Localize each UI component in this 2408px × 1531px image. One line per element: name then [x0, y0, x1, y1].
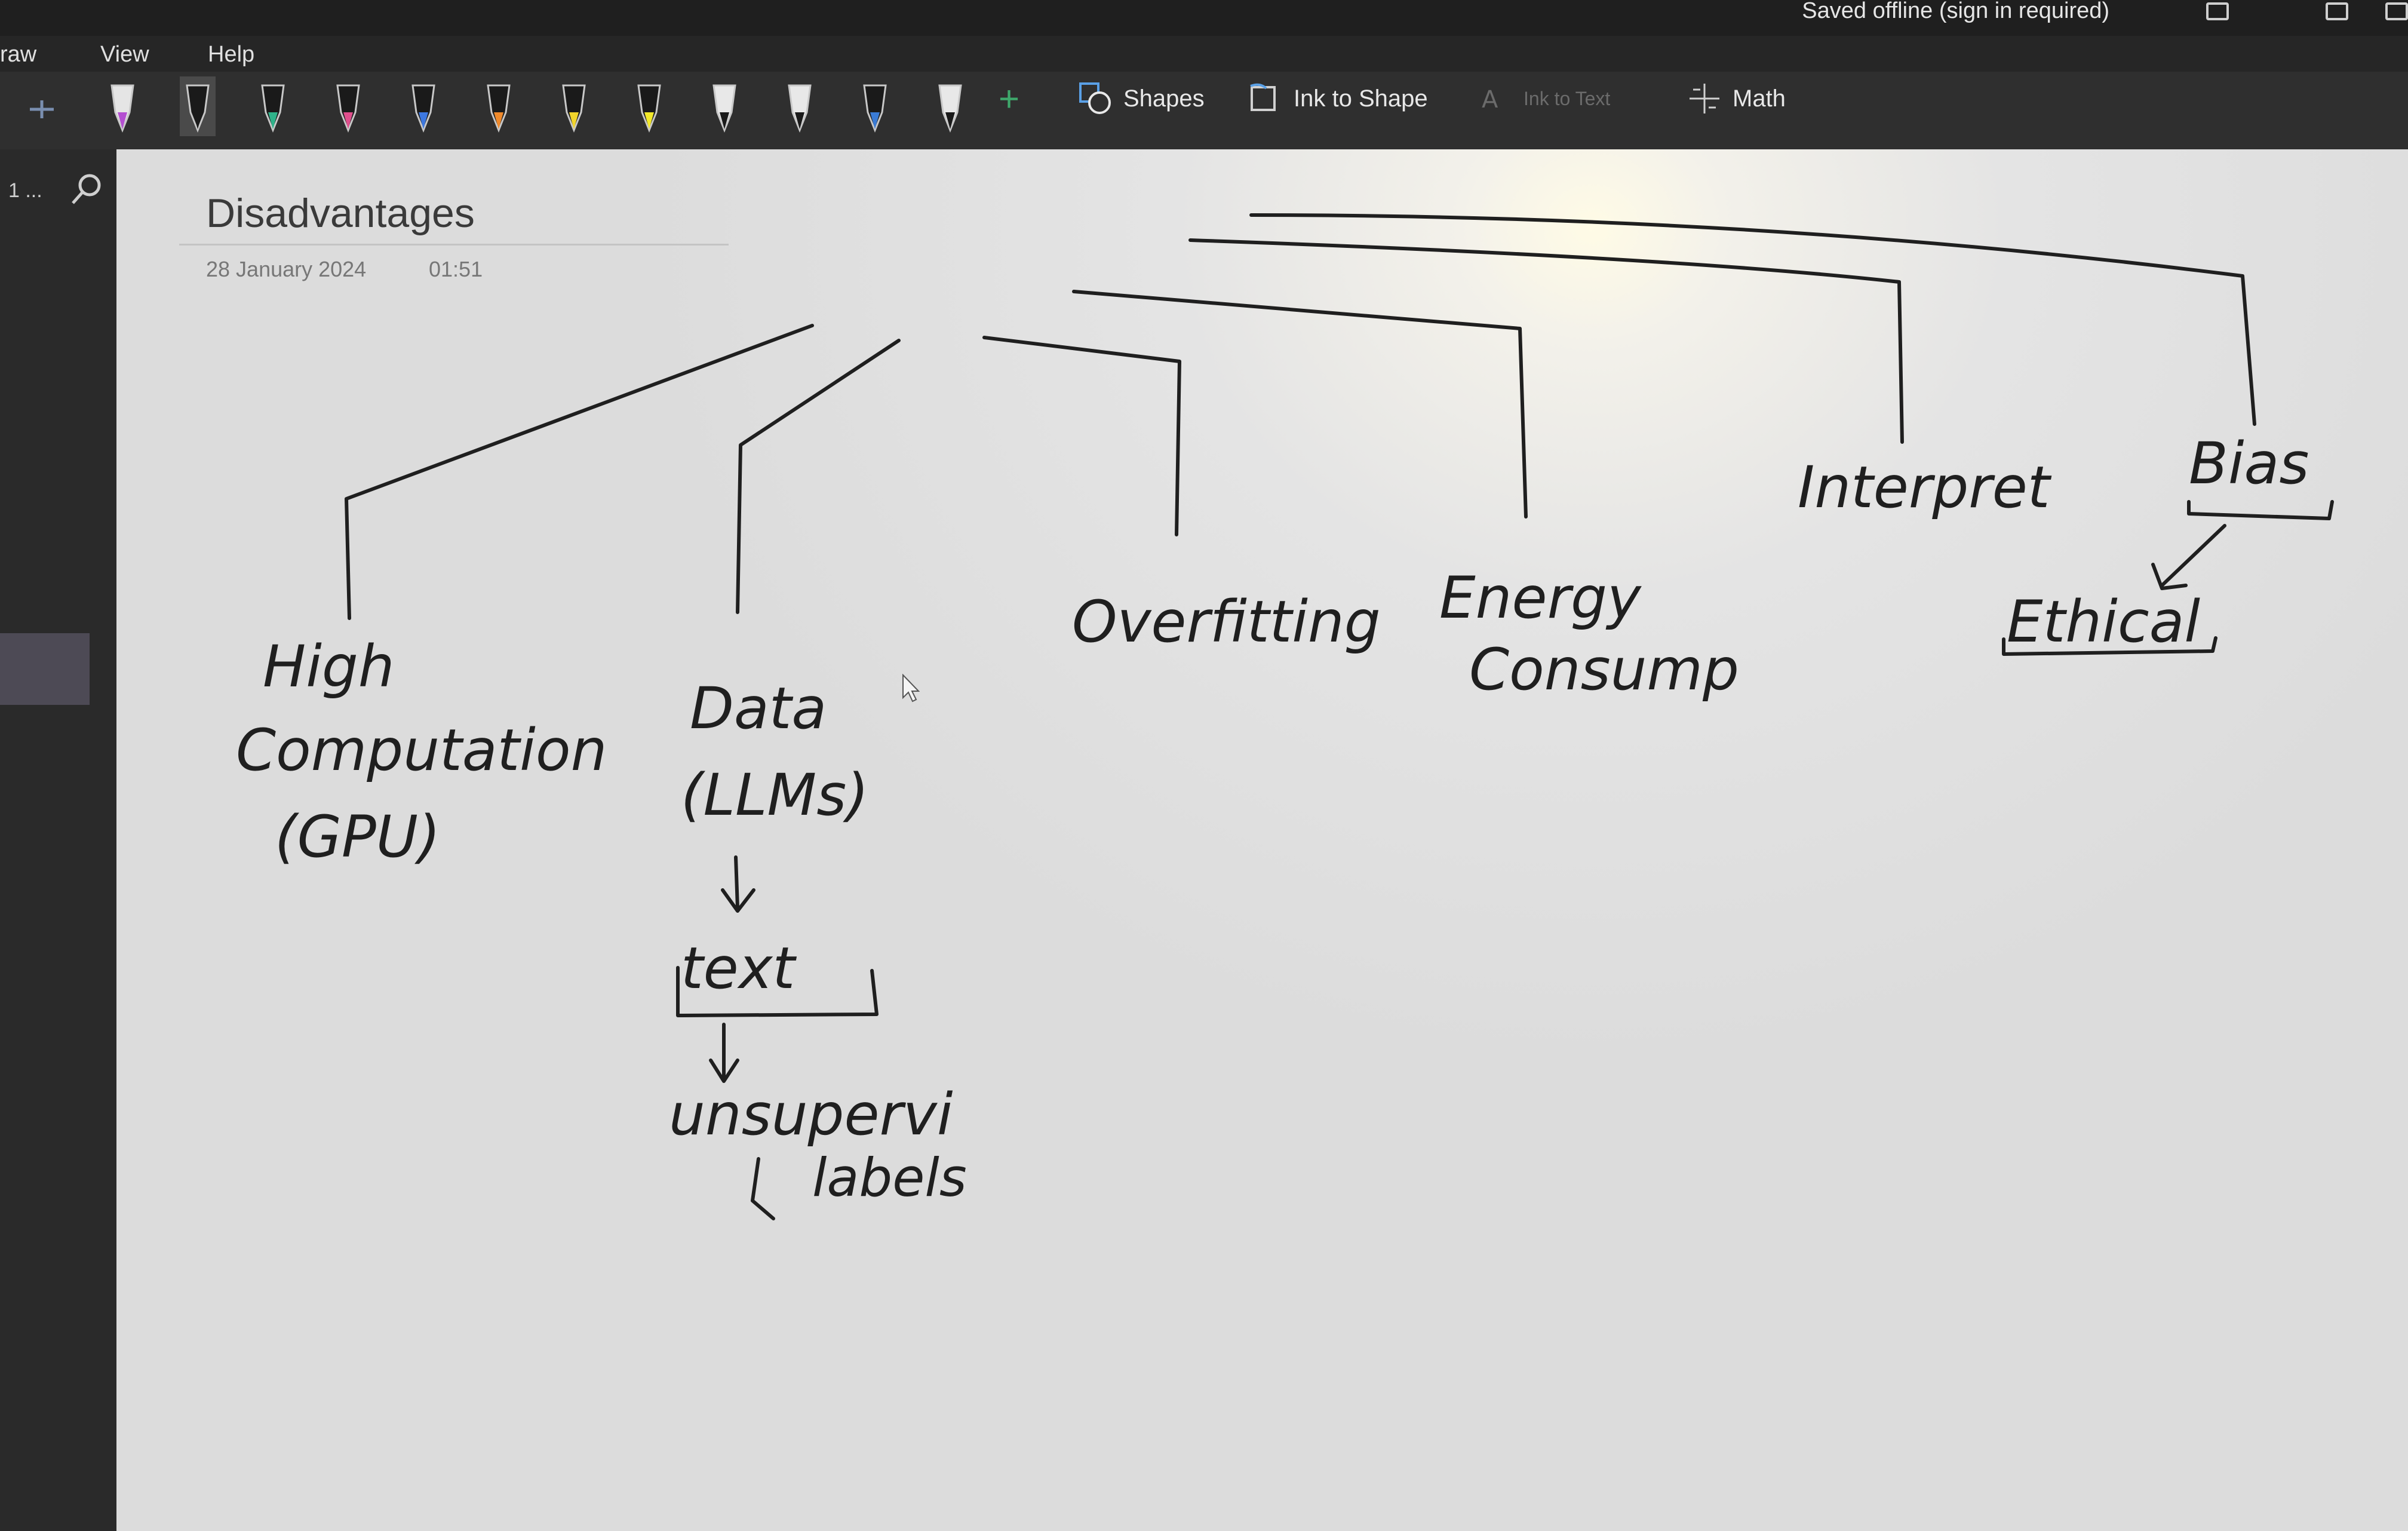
blue-pen-icon[interactable]: [406, 76, 441, 136]
menu-view[interactable]: View: [100, 42, 149, 67]
share-icon[interactable]: [2206, 2, 2229, 20]
title-bar: Saved offline (sign in required): [0, 0, 2408, 42]
hw-high: High: [263, 633, 395, 700]
selected-page-item[interactable]: [0, 633, 90, 705]
hw-ethical: Ethical: [2007, 588, 2201, 655]
navy-pen-icon[interactable]: [857, 76, 893, 136]
page-list-label[interactable]: 1 ...: [8, 179, 42, 202]
hw-llms: (LLMs): [681, 762, 869, 829]
hw-text: text: [681, 935, 796, 1002]
hw-bias: Bias: [2189, 430, 2309, 497]
hw-data: Data: [690, 675, 827, 742]
hw-labels: labels: [812, 1147, 967, 1208]
yellow-pen-icon[interactable]: [556, 76, 592, 136]
white-pen-2-icon[interactable]: [932, 76, 968, 136]
notification-icon[interactable]: [2326, 2, 2348, 20]
yellow-highlighter-icon[interactable]: [631, 76, 667, 136]
shapes-label: Shapes: [1123, 85, 1205, 112]
hw-overfitting: Overfitting: [1072, 588, 1381, 655]
white-pen-icon[interactable]: [782, 76, 818, 136]
title-divider: [179, 244, 729, 246]
ink-to-text-icon: A: [1482, 86, 1498, 113]
lasso-select-icon[interactable]: [24, 76, 60, 136]
menu-draw[interactable]: raw: [0, 42, 37, 67]
ink-to-shape-label: Ink to Shape: [1294, 85, 1428, 112]
green-pen-icon[interactable]: [255, 76, 291, 136]
hw-gpu: (GPU): [275, 803, 441, 870]
hw-energy: Energy: [1439, 564, 1641, 631]
page-time: 01:51: [429, 257, 483, 281]
note-page[interactable]: [116, 149, 2408, 1531]
shapes-button[interactable]: Shapes: [1078, 78, 1205, 119]
page-list-pane: [0, 149, 116, 1531]
ink-to-text-label: Ink to Text: [1524, 87, 1611, 109]
menu-bar: [0, 36, 2408, 72]
menu-help[interactable]: Help: [208, 42, 255, 67]
math-label: Math: [1733, 85, 1786, 112]
page-title[interactable]: Disadvantages: [206, 191, 475, 236]
wide-pen-icon[interactable]: [707, 76, 742, 136]
hw-consump: Consump: [1469, 636, 1739, 703]
ink-to-text-button[interactable]: A Ink to Text: [1478, 78, 1610, 119]
eraser-pen-icon[interactable]: [105, 76, 140, 136]
ink-to-shape-icon: [1250, 83, 1276, 111]
hw-interpret: Interpret: [1798, 454, 2050, 521]
black-pen-icon[interactable]: [180, 76, 216, 136]
maximize-icon[interactable]: [2385, 2, 2408, 20]
add-pen-button[interactable]: +: [999, 78, 1020, 119]
math-icon: [1690, 84, 1719, 113]
pink-pen-icon[interactable]: [330, 76, 366, 136]
sync-status[interactable]: Saved offline (sign in required): [1802, 0, 2109, 23]
hw-unsupervised: unsupervi: [669, 1081, 953, 1148]
search-icon[interactable]: [66, 168, 108, 210]
orange-pen-icon[interactable]: [481, 76, 517, 136]
svg-text:A: A: [1482, 86, 1498, 113]
math-button[interactable]: Math: [1687, 78, 1786, 119]
ink-to-shape-button[interactable]: Ink to Shape: [1248, 78, 1428, 119]
draw-ribbon: [0, 72, 2408, 149]
hw-computation: Computation: [236, 717, 607, 784]
page-date: 28 January 2024: [206, 257, 367, 281]
mouse-cursor-icon: [902, 674, 920, 702]
shapes-icon: [1079, 82, 1111, 114]
